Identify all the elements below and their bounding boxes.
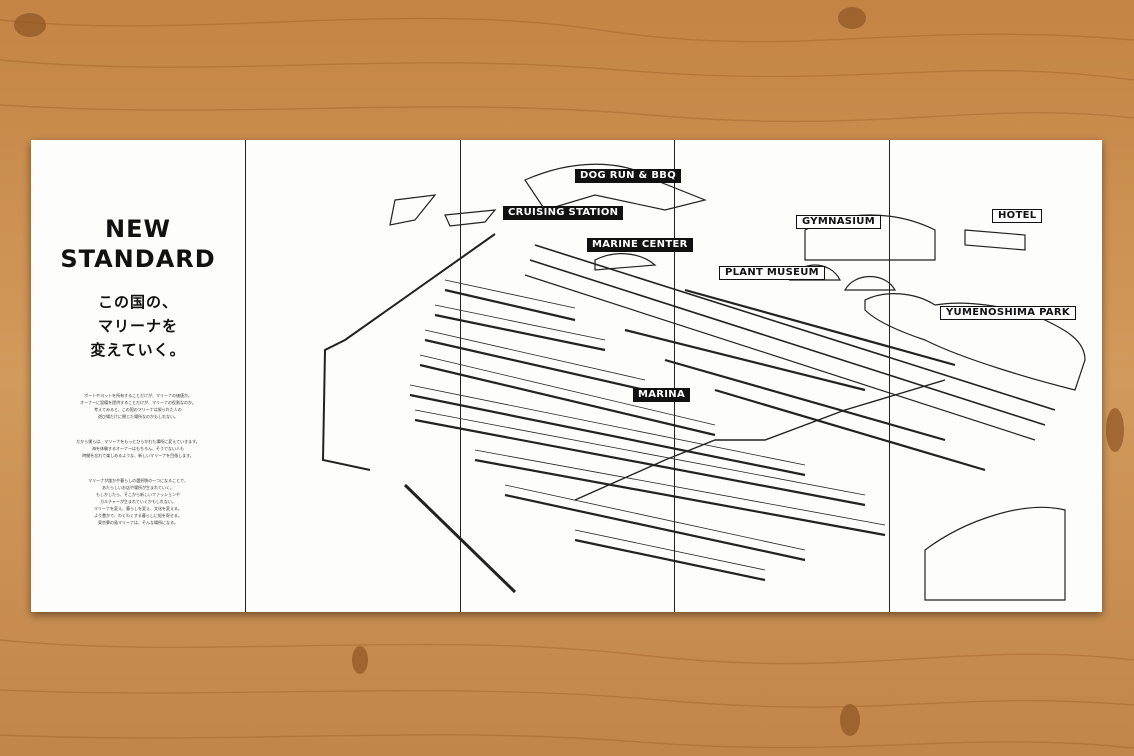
jetty bbox=[624, 328, 866, 392]
map-drawing bbox=[321, 163, 1086, 601]
headline-line: NEW bbox=[105, 215, 171, 243]
label-plant-museum: PLANT MUSEUM bbox=[719, 266, 825, 280]
intro-panel: NEW STANDARD この国の、 マリーナを 変えていく。 ボートやヨットを… bbox=[31, 140, 245, 612]
jetty bbox=[419, 363, 716, 437]
lead-line: マリーナを bbox=[97, 317, 178, 335]
jetty bbox=[504, 493, 806, 562]
jetty bbox=[424, 338, 646, 392]
breakwater bbox=[321, 233, 496, 471]
promenade bbox=[529, 259, 1046, 426]
body-line: 遊び場だけに閉じた場所なのかもしれない。 bbox=[98, 414, 178, 419]
lead-copy: この国の、 マリーナを 変えていく。 bbox=[31, 290, 245, 362]
body-line: カルチャーが生まれていくかもしれない。 bbox=[100, 499, 176, 504]
jetty bbox=[414, 418, 866, 507]
jetty bbox=[409, 393, 806, 477]
headline: NEW STANDARD bbox=[31, 214, 245, 274]
body-line: ボートやヨットを所有することだけが、マリーナの価値か。 bbox=[84, 393, 192, 398]
jetty bbox=[684, 288, 956, 367]
headline-line: STANDARD bbox=[60, 245, 216, 273]
jetty bbox=[714, 388, 986, 472]
jetty bbox=[444, 288, 576, 322]
main-walkway bbox=[574, 379, 946, 501]
label-marina: MARINA bbox=[633, 388, 691, 402]
jetty bbox=[474, 458, 886, 537]
marina-map-illustration: DOG RUN & BBQ CRUISING STATION MARINE CE… bbox=[245, 140, 1102, 612]
lead-line: 変えていく。 bbox=[90, 341, 186, 359]
marine-center-building bbox=[594, 253, 657, 271]
body-line: もしかしたら、そこから新しいファッションや bbox=[96, 492, 180, 497]
hotel-building bbox=[964, 229, 1026, 251]
jetty bbox=[574, 538, 766, 582]
park-outline bbox=[524, 163, 707, 211]
label-yumenoshima-park: YUMENOSHIMA PARK bbox=[940, 306, 1076, 320]
body-line: 東京夢の島マリーナは、そんな場所になる。 bbox=[98, 520, 178, 525]
label-hotel: HOTEL bbox=[992, 209, 1043, 223]
body-line: より豊かで、わくわくする暮らしに船を寄せる。 bbox=[94, 513, 182, 518]
promenade bbox=[524, 274, 1036, 441]
body-line: だから僕らは、マリーナをもっとひらかれた場所に変えていきます。 bbox=[76, 439, 200, 444]
fold-line bbox=[245, 140, 246, 612]
body-line: 考えてみると、この国のマリーナは限られた人の bbox=[94, 407, 182, 412]
body-line: マリーナが誰かや暮らしの選択肢の一つになることで、 bbox=[88, 478, 188, 483]
body-line: 海を体験するオーナーはもちろん、そうでない人も bbox=[92, 446, 184, 451]
jetty bbox=[664, 358, 946, 442]
park-trees bbox=[924, 506, 1066, 601]
label-dog-run: DOG RUN & BBQ bbox=[575, 169, 682, 183]
brochure-sheet: NEW STANDARD この国の、 マリーナを 変えていく。 ボートやヨットを… bbox=[31, 140, 1102, 612]
body-line: 時間を忘れて楽しめるような、新しいマリーナを目指します。 bbox=[82, 453, 194, 458]
lead-line: この国の、 bbox=[97, 293, 178, 311]
fold-line bbox=[674, 140, 675, 612]
plant-museum-dome bbox=[843, 276, 897, 291]
body-line: オーナーに設備を提供することだけが、マリーナの役割なのか。 bbox=[80, 400, 196, 405]
body-line: あたらしいお店や場所が生まれていく。 bbox=[102, 485, 174, 490]
body-paragraph: マリーナが誰かや暮らしの選択肢の一つになることで、 あたらしいお店や場所が生まれ… bbox=[67, 477, 209, 526]
label-gymnasium: GYMNASIUM bbox=[796, 215, 881, 229]
label-cruising-station: CRUISING STATION bbox=[503, 206, 624, 220]
pier bbox=[444, 209, 497, 227]
breakwater bbox=[403, 483, 517, 594]
park-trees bbox=[864, 293, 1086, 391]
pier bbox=[389, 194, 437, 226]
promenade bbox=[534, 244, 1056, 411]
body-line: マリーナを変え、暮らしを変え、文化を変える。 bbox=[94, 506, 182, 511]
label-marine-center: MARINE CENTER bbox=[587, 238, 693, 252]
body-paragraph: ボートやヨットを所有することだけが、マリーナの価値か。 オーナーに設備を提供する… bbox=[67, 392, 209, 420]
boat-slips bbox=[409, 279, 886, 571]
jetty bbox=[434, 313, 606, 352]
fold-line bbox=[460, 140, 461, 612]
body-paragraph: だから僕らは、マリーナをもっとひらかれた場所に変えていきます。 海を体験するオー… bbox=[67, 438, 209, 459]
